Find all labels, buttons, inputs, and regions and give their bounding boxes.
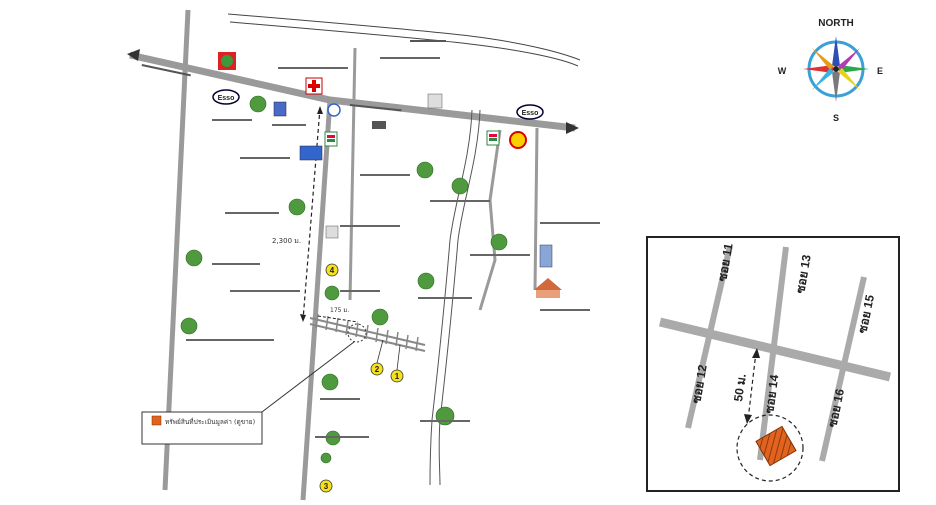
inset-distance-50: 50 ม. bbox=[731, 373, 749, 403]
railway bbox=[309, 313, 426, 352]
compass-south: S bbox=[833, 113, 839, 123]
compass-west: W bbox=[778, 66, 787, 76]
esso-logo-icon: Esso Esso bbox=[212, 89, 544, 120]
place-labels bbox=[186, 57, 600, 438]
building-icons bbox=[273, 93, 562, 298]
roundabout-icon bbox=[327, 103, 341, 117]
property-marker bbox=[755, 425, 797, 467]
svg-text:4: 4 bbox=[330, 266, 335, 275]
inset-soi-12: ซอย 12 bbox=[689, 363, 710, 404]
inset-property-circle bbox=[736, 414, 804, 482]
arrow-west bbox=[127, 49, 140, 61]
road-left-vertical bbox=[162, 9, 191, 491]
distance-line-2300 bbox=[302, 107, 321, 321]
compass-east: E bbox=[877, 66, 883, 76]
callout-line bbox=[257, 341, 355, 416]
brand-logo-icon bbox=[218, 52, 236, 70]
seven-eleven-icon bbox=[324, 130, 500, 147]
road-names bbox=[141, 40, 446, 112]
compass-north: NORTH bbox=[818, 18, 854, 29]
road-side bbox=[348, 47, 357, 301]
legend-text: ทรัพย์สินที่ประเมินมูลค่า (ดูขาย) bbox=[165, 417, 255, 426]
road-far-right bbox=[533, 127, 539, 291]
property-circle bbox=[347, 323, 367, 343]
road-center-vertical bbox=[300, 99, 333, 501]
hospital-icon bbox=[305, 77, 323, 95]
marker-3: 3 bbox=[319, 479, 333, 493]
distance-label-2300: 2,300 ม. bbox=[272, 237, 301, 245]
tree-icons bbox=[180, 95, 508, 464]
canal-line-top bbox=[227, 13, 581, 61]
svg-text:3: 3 bbox=[324, 482, 329, 491]
distance-label-175: 175 ม. bbox=[330, 307, 349, 314]
svg-text:2: 2 bbox=[375, 365, 380, 374]
arrow-east bbox=[566, 122, 579, 134]
inset-soi-13: ซอย 13 bbox=[793, 253, 814, 294]
marker-4: 4 bbox=[325, 263, 339, 277]
canal-winding-2 bbox=[438, 109, 481, 486]
legend-swatch bbox=[151, 415, 162, 426]
legend-box bbox=[141, 411, 263, 445]
inset-soi-11: ซอย 11 bbox=[715, 242, 736, 283]
shell-logo-icon bbox=[509, 131, 527, 149]
marker-2: 2 bbox=[370, 362, 384, 376]
svg-text:1: 1 bbox=[395, 372, 400, 381]
road-right-side bbox=[478, 129, 502, 311]
canal-winding-1 bbox=[429, 109, 473, 486]
canal-line-bottom bbox=[229, 21, 579, 67]
marker-1: 1 bbox=[390, 369, 404, 383]
svg-text:Esso: Esso bbox=[522, 110, 539, 117]
inset-map bbox=[646, 236, 900, 492]
svg-text:Esso: Esso bbox=[218, 95, 235, 102]
inset-soi-14: ซอย 14 bbox=[762, 373, 781, 414]
compass-rose-icon bbox=[803, 36, 869, 102]
distance-line-175 bbox=[317, 315, 359, 323]
